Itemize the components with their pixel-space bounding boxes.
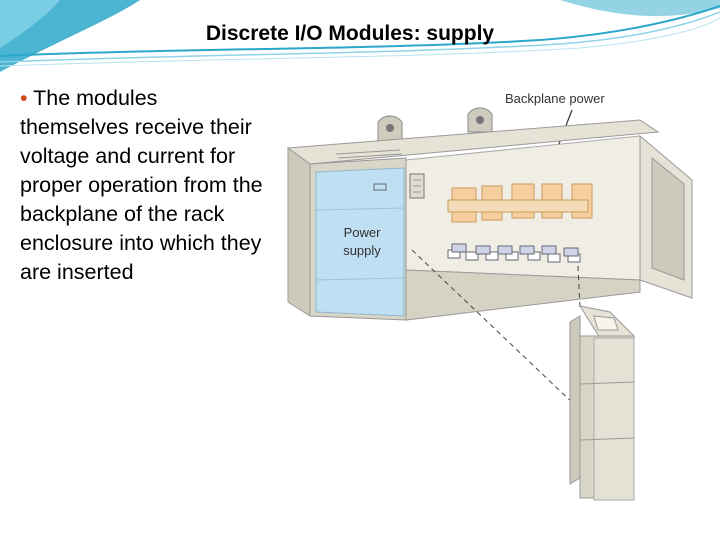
slot-connectors bbox=[447, 249, 581, 263]
bullet-marker: • bbox=[20, 86, 28, 110]
bullet-paragraph: • The modules themselves receive their v… bbox=[20, 84, 270, 287]
backplane-power-label: Backplane power bbox=[505, 91, 605, 106]
power-supply-face bbox=[315, 167, 405, 317]
power-supply-label-1: Power bbox=[344, 225, 382, 240]
plc-rack-figure: Backplane power Power supply bbox=[286, 91, 693, 501]
slot-guides bbox=[451, 243, 579, 257]
ps-indicator bbox=[373, 183, 387, 191]
mounting-tab-left bbox=[377, 115, 403, 143]
io-module bbox=[569, 305, 636, 501]
insertion-guide-1 bbox=[411, 249, 579, 409]
backplane-connectors bbox=[447, 183, 593, 223]
power-supply-label-2: supply bbox=[343, 243, 381, 258]
ps-vents bbox=[335, 149, 425, 199]
ps-groove-1 bbox=[315, 207, 405, 211]
header-swoosh bbox=[0, 0, 720, 72]
rack-floor bbox=[405, 269, 641, 321]
insertion-guide-2 bbox=[577, 265, 581, 309]
slide-title: Discrete I/O Modules: supply bbox=[205, 22, 495, 45]
rack-side bbox=[287, 147, 311, 317]
rack-door-inner bbox=[651, 156, 685, 281]
bullet-text: The modules themselves receive their vol… bbox=[20, 86, 263, 284]
mounting-tab-right bbox=[467, 107, 493, 133]
ps-groove-2 bbox=[315, 277, 405, 281]
